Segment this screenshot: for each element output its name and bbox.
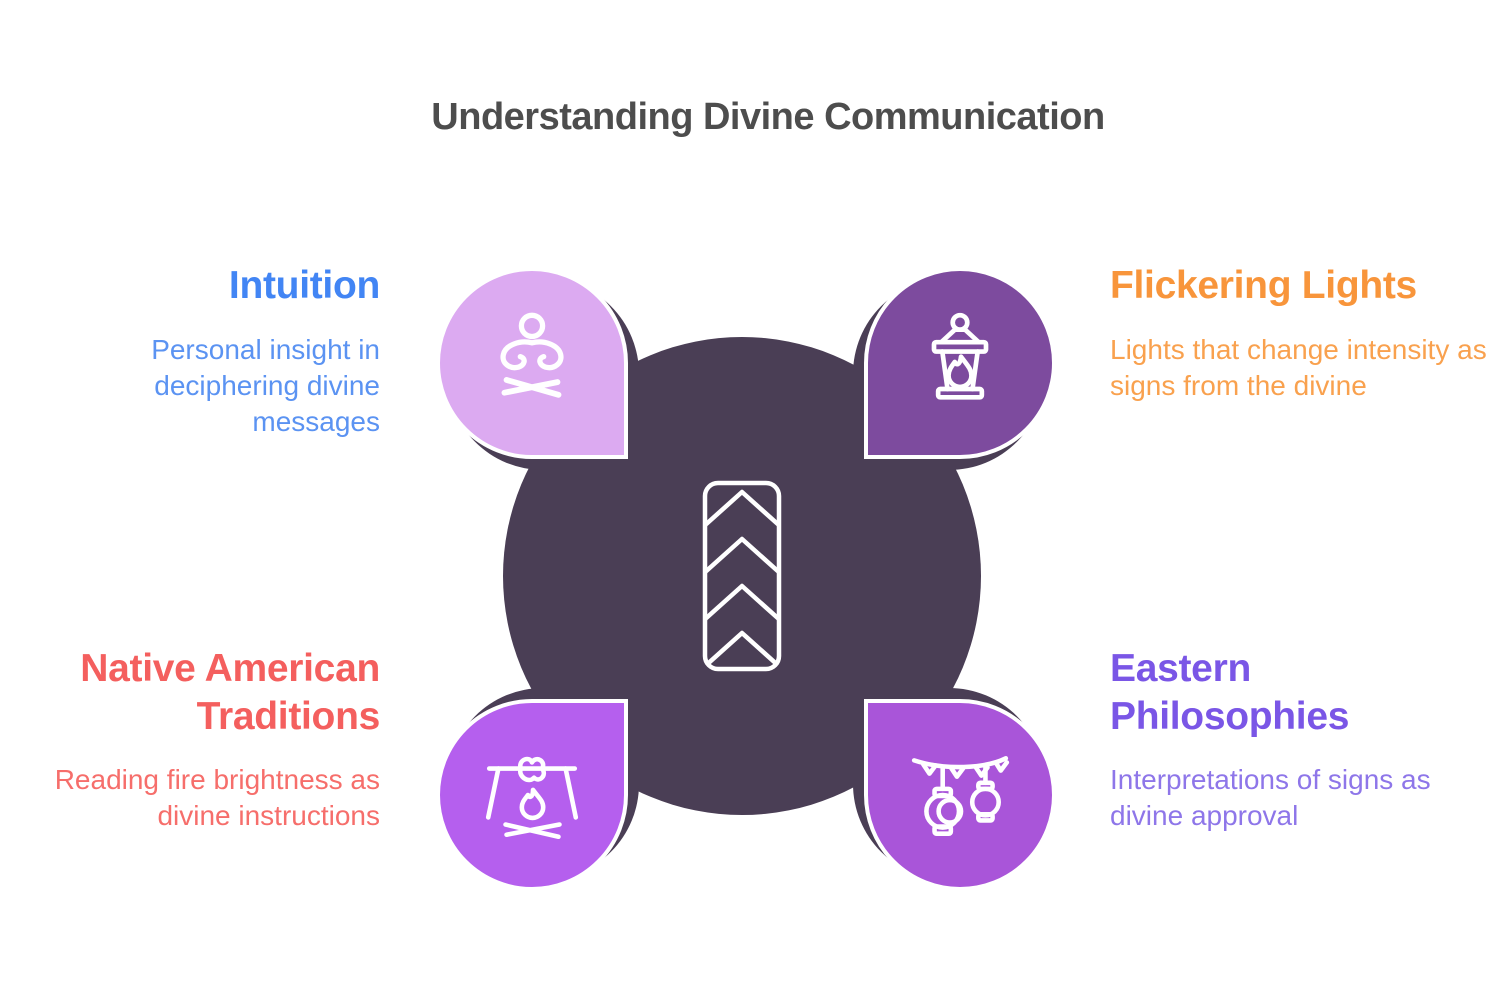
petal-native-american-traditions <box>436 699 628 891</box>
petal-intuition <box>436 267 628 459</box>
petal-flickering-lights <box>864 267 1056 459</box>
section-intuition: Intuition Personal insight in decipherin… <box>40 262 380 440</box>
section-heading: Native American Traditions <box>80 647 380 738</box>
section-heading: Eastern Philosophies <box>1110 647 1350 738</box>
section-native-american-traditions: Native American Traditions Reading fire … <box>40 645 381 834</box>
page-title: Understanding Divine Communication <box>431 96 1105 138</box>
section-description: Personal insight in deciphering divine m… <box>151 333 380 437</box>
section-heading: Intuition <box>228 264 380 307</box>
hanging-lanterns-icon <box>911 756 1010 836</box>
section-description: Reading fire brightness as divine instru… <box>54 764 380 832</box>
lantern-flame-icon <box>931 312 989 400</box>
section-eastern-philosophies: Eastern Philosophies Interpretations of … <box>1110 645 1490 834</box>
section-heading: Flickering Lights <box>1110 264 1417 307</box>
campfire-icon <box>485 756 579 840</box>
chevrons-up-icon <box>702 480 782 672</box>
petal-eastern-philosophies <box>864 699 1056 891</box>
section-description: Lights that change intensity as signs fr… <box>1110 333 1487 401</box>
section-description: Interpretations of signs as divine appro… <box>1110 764 1431 832</box>
section-flickering-lights: Flickering Lights Lights that change int… <box>1110 262 1490 404</box>
meditation-icon <box>500 312 564 398</box>
